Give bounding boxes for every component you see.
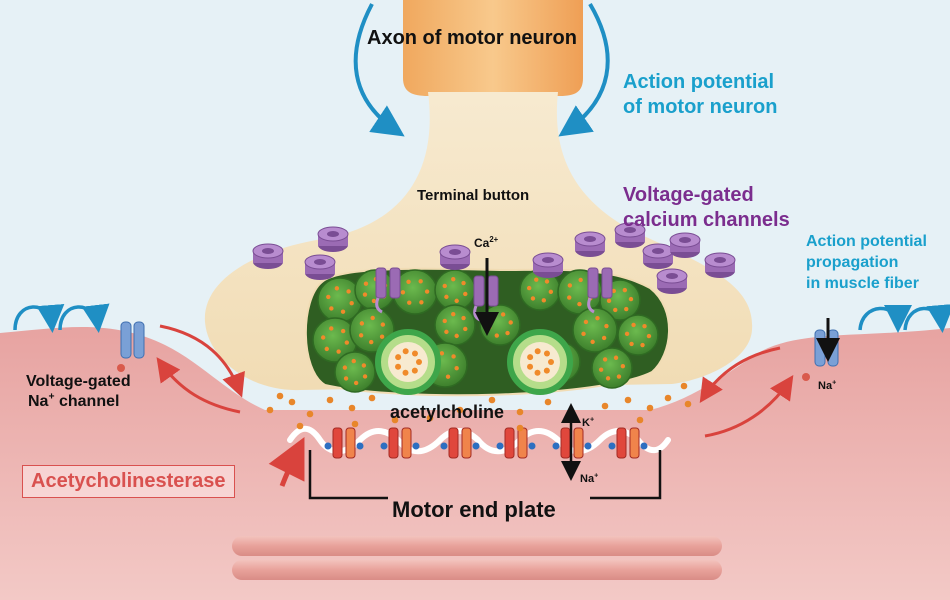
ap-propagation-muscle-label: Action potential propagation in muscle f… xyxy=(806,233,927,292)
axon-label: Axon of motor neuron xyxy=(367,27,577,49)
voltage-gated-na-channel-left xyxy=(117,321,145,372)
calcium-channel xyxy=(532,252,564,278)
vg-na-channel-label: Voltage-gated Na+ channel xyxy=(26,373,131,410)
synaptic-vesicle xyxy=(434,304,476,346)
acetylcholine-molecule xyxy=(348,404,356,412)
ach-receptor xyxy=(552,427,592,459)
ach-receptor xyxy=(496,427,536,459)
acetylcholine-molecule xyxy=(664,394,672,402)
synaptic-vesicle xyxy=(334,351,376,393)
acetylcholine-molecule xyxy=(266,406,274,414)
open-calcium-channel xyxy=(375,267,401,314)
muscle-ap-arrows-left xyxy=(13,303,110,333)
acetylcholine-molecule xyxy=(601,402,609,410)
synaptic-vesicle xyxy=(434,269,476,311)
acetylcholinesterase-label: Acetycholinesterase xyxy=(22,465,235,498)
acetylcholine-molecule xyxy=(326,396,334,404)
ion-flow-arrows xyxy=(475,258,840,481)
calcium-channel xyxy=(304,254,336,280)
calcium-channel xyxy=(669,232,701,258)
synaptic-vesicle xyxy=(591,347,633,389)
acetylcholine-label: acetylcholine xyxy=(390,402,505,422)
calcium-channel xyxy=(656,268,688,294)
ach-receptor xyxy=(380,427,420,459)
myofibrils xyxy=(232,536,722,580)
calcium-channel xyxy=(704,252,736,278)
acetylcholine-molecule xyxy=(288,398,296,406)
synaptic-vesicle xyxy=(392,269,438,315)
acetylcholine-molecule xyxy=(488,396,496,404)
acetylcholine-molecule xyxy=(624,396,632,404)
calcium-channel xyxy=(252,243,284,269)
acetylcholine-molecule xyxy=(296,422,304,430)
acetylcholine-molecule xyxy=(351,420,359,428)
motor-end-plate-bracket xyxy=(308,450,662,500)
ap-arrow-left xyxy=(353,3,405,137)
synaptic-vesicle xyxy=(617,314,659,356)
calcium-channel xyxy=(574,231,606,257)
ach-receptor xyxy=(440,427,480,459)
calcium-channel xyxy=(439,244,471,270)
acetylcholine-molecule xyxy=(680,382,688,390)
acetylcholine-molecule xyxy=(636,416,644,424)
synaptic-vesicle xyxy=(572,307,618,353)
calcium-channel xyxy=(317,226,349,252)
calcium-channel xyxy=(642,243,674,269)
acetylcholine-molecule xyxy=(516,408,524,416)
calcium-channels xyxy=(252,222,736,322)
synaptic-vesicle xyxy=(354,269,396,311)
potassium-ion-label: K+ xyxy=(582,415,595,429)
ach-receptor xyxy=(608,427,648,459)
acetylcholine-molecule xyxy=(368,394,376,402)
open-calcium-channel xyxy=(587,267,613,314)
na-ion-right-label: Na+ xyxy=(818,378,837,392)
axon xyxy=(403,0,583,96)
motor-end-plate-label: Motor end plate xyxy=(392,497,556,522)
na-ion-bottom-label: Na+ xyxy=(580,471,599,485)
depolarization-arrows xyxy=(156,324,794,487)
acetylcholine-molecule xyxy=(391,416,399,424)
acetylcholine-molecule xyxy=(456,406,464,414)
acetylcholine-receptors xyxy=(324,427,648,459)
ap-arrow-right xyxy=(558,2,610,137)
vg-calcium-channels-label: Voltage-gated calcium channels xyxy=(623,184,790,231)
acetylcholine-molecules xyxy=(266,382,709,432)
acetylcholine-molecule xyxy=(276,392,284,400)
acetylcholine-molecule xyxy=(306,410,314,418)
acetylcholine-molecule xyxy=(544,398,552,406)
muscle-ap-arrows-right xyxy=(858,303,950,333)
fusing-vesicle xyxy=(507,329,573,395)
acetylcholine-molecule xyxy=(684,400,692,408)
acetylcholine-molecule xyxy=(516,424,524,432)
ach-receptor xyxy=(324,427,364,459)
terminal-button-label: Terminal button xyxy=(417,187,530,204)
calcium-channel xyxy=(614,222,646,248)
acetylcholine-molecule xyxy=(646,404,654,412)
action-potential-motor-neuron-label: Action potential of motor neuron xyxy=(623,71,778,118)
fusing-vesicle xyxy=(375,329,441,395)
acetylcholine-molecule xyxy=(426,414,434,422)
calcium-ion-label: Ca2+ xyxy=(474,235,499,250)
